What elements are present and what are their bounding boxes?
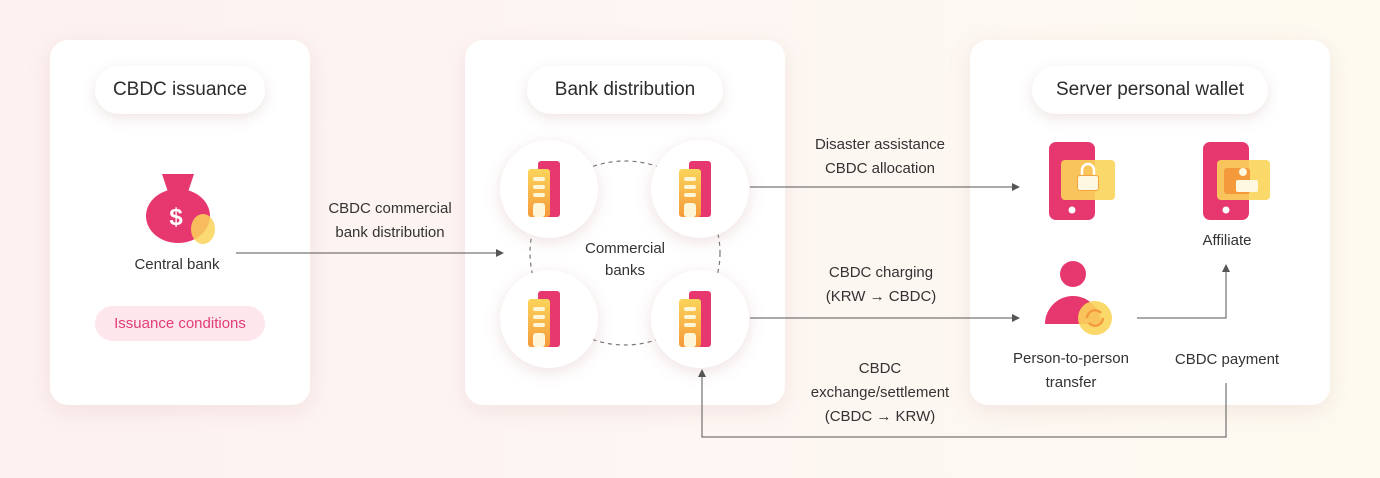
wallet-title: Server personal wallet (1032, 66, 1268, 114)
disaster-allocation-label: Disaster assistance CBDC allocation (814, 136, 946, 177)
exchange-settlement-label: CBDC exchange/settlement (CBDC → KRW) (810, 360, 950, 425)
bank-circle-top-right (651, 140, 749, 238)
charging-label: CBDC charging (KRW → CBDC) (825, 264, 937, 305)
commercial-banks-label: Commercial banks (584, 240, 665, 279)
issuance-title: CBDC issuance (95, 66, 265, 114)
bank-circle-top-left (500, 140, 598, 238)
bank-circle-bottom-right (651, 270, 749, 368)
commercial-distribution-label: CBDC commercial bank distribution (328, 200, 452, 241)
central-bank-label: Central bank (134, 256, 220, 273)
affiliate-label: Affiliate (1202, 232, 1252, 249)
distribution-title: Bank distribution (527, 66, 723, 114)
bank-circle-bottom-left (500, 270, 598, 368)
issuance-conditions-badge[interactable]: Issuance conditions (95, 306, 265, 341)
cbdc-payment-label: CBDC payment (1174, 351, 1280, 368)
p2p-transfer-label: Person-to-person transfer (1013, 350, 1129, 391)
